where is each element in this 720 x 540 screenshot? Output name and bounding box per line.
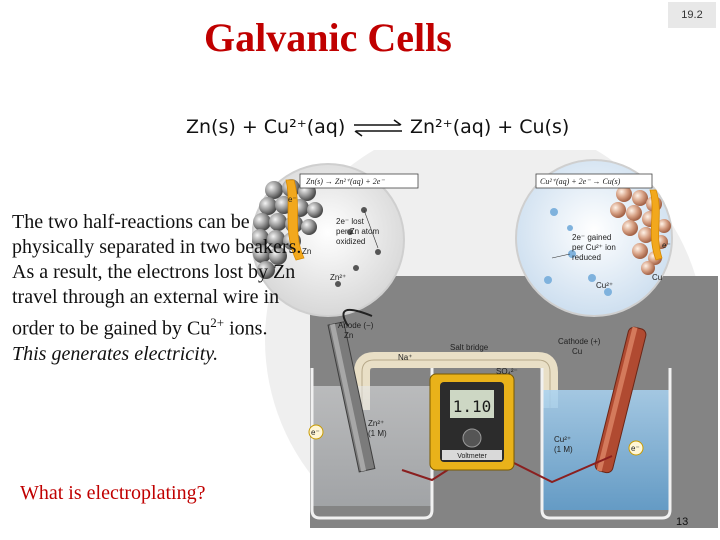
zinc-note-line-3: oxidized bbox=[336, 237, 365, 246]
cathode-label-line-2: Cu bbox=[572, 347, 582, 356]
electron-flow-icon bbox=[285, 179, 305, 261]
anode-label-line-1: Anode (−) bbox=[338, 321, 374, 330]
copper-half-reaction-box bbox=[535, 173, 653, 189]
electroplating-question: What is electroplating? bbox=[20, 482, 206, 504]
galvanic-cell-figure: Zn(s) → Zn²⁺(aq) + 2e⁻ Cu²⁺(aq) + 2e⁻ → … bbox=[252, 150, 718, 528]
copper-ion-label: Cu²⁺ bbox=[596, 281, 613, 290]
electron-label: e⁻ bbox=[631, 444, 640, 453]
voltmeter-reading: 1.10 bbox=[453, 397, 492, 416]
body-paragraph-2: As a result, the electrons lost by Zn tr… bbox=[12, 261, 296, 340]
zinc-beaker bbox=[310, 368, 434, 520]
electron-flow-icon bbox=[649, 189, 663, 261]
zinc-atom-label: Zn bbox=[302, 247, 311, 256]
sodium-ion-label: Na⁺ bbox=[398, 353, 412, 362]
salt-bridge-label: Salt bridge bbox=[450, 343, 489, 352]
zinc-half-reaction: Zn(s) → Zn²⁺(aq) + 2e⁻ bbox=[306, 177, 385, 186]
copper-atom-label: Cu bbox=[652, 273, 662, 282]
right-solution-label-2: (1 M) bbox=[554, 445, 573, 454]
slide-title: Galvanic Cells bbox=[204, 15, 452, 60]
equilibrium-arrow-icon bbox=[354, 119, 402, 137]
electron-label: e⁻ bbox=[662, 241, 671, 250]
body-paragraph-3: This generates electricity. bbox=[12, 342, 219, 365]
anode-wire bbox=[342, 308, 373, 327]
zinc-note-line-2: per Zn atom bbox=[336, 227, 379, 236]
cathode-label-line-1: Cathode (+) bbox=[558, 337, 601, 346]
right-solution-label-1: Cu²⁺ bbox=[554, 435, 571, 444]
anode-label-line-2: Zn bbox=[344, 331, 353, 340]
body-paragraph-1: The two half-reactions can be physically… bbox=[12, 211, 302, 258]
sulfate-ion-label: SO₄²⁻ bbox=[496, 367, 518, 376]
zinc-half-reaction-box bbox=[299, 173, 419, 189]
copper-electrode bbox=[594, 326, 647, 474]
equation-products: Zn²⁺(aq) + Cu(s) bbox=[410, 116, 570, 138]
copper-half-reaction: Cu²⁺(aq) + 2e⁻ → Cu(s) bbox=[540, 177, 621, 186]
section-badge: 19.2 bbox=[668, 2, 716, 28]
page-number: 13 bbox=[676, 516, 689, 528]
left-solution-label-2: (1 M) bbox=[368, 429, 387, 438]
electron-label: e⁻ bbox=[311, 428, 320, 437]
voltmeter-label: Voltmeter bbox=[457, 453, 487, 460]
electron-label: e⁻ bbox=[288, 195, 297, 204]
left-solution-label-1: Zn²⁺ bbox=[368, 419, 384, 428]
equation-reactants: Zn(s) + Cu²⁺(aq) bbox=[186, 116, 346, 138]
copper-note-line-3: reduced bbox=[572, 253, 601, 262]
copper-note-line-1: 2e⁻ gained bbox=[572, 233, 611, 242]
voltmeter bbox=[429, 373, 515, 471]
zinc-electrode bbox=[327, 321, 376, 473]
zinc-note-line-1: 2e⁻ lost bbox=[336, 217, 365, 226]
zinc-ion-label: Zn²⁺ bbox=[330, 273, 346, 282]
body-text: The two half-reactions can be physically… bbox=[12, 210, 302, 367]
copper-note-line-2: per Cu²⁺ ion bbox=[572, 243, 616, 252]
